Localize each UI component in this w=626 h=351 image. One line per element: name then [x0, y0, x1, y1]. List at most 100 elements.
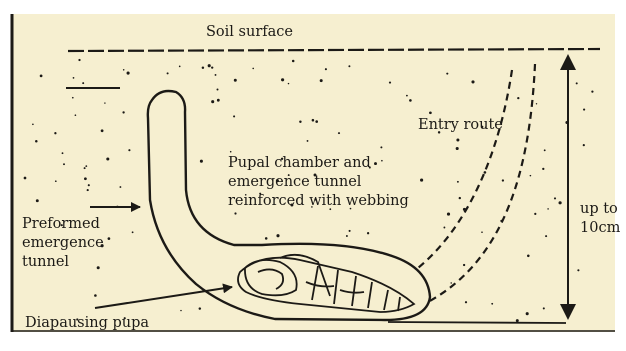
soil-speck	[559, 201, 562, 204]
soil-speck	[215, 74, 217, 76]
soil-speck	[516, 319, 519, 322]
soil-speck	[179, 66, 181, 68]
soil-speck	[545, 235, 547, 237]
soil-speck	[447, 213, 450, 216]
soil-speck	[281, 78, 284, 81]
soil-speck	[450, 282, 451, 283]
soil-speck	[72, 97, 74, 99]
soil-speck	[202, 66, 204, 68]
soil-speck	[252, 68, 254, 70]
soil-speck	[530, 175, 532, 177]
soil-speck	[481, 231, 483, 233]
soil-speck	[325, 68, 327, 70]
soil-speck	[446, 73, 448, 75]
soil-speck	[119, 186, 121, 188]
soil-speck	[180, 310, 181, 311]
pupal-chamber-label: Pupal chamber and emergence tunnel reinf…	[228, 154, 409, 211]
soil-speck	[534, 213, 536, 215]
soil-speck	[554, 197, 556, 199]
soil-speck	[73, 77, 75, 79]
soil-speck	[132, 231, 134, 233]
soil-speck	[420, 179, 423, 182]
soil-speck	[54, 132, 56, 134]
soil-speck	[104, 102, 105, 103]
soil-speck	[543, 307, 545, 309]
soil-speck	[62, 152, 64, 154]
soil-speck	[484, 171, 487, 174]
soil-speck	[542, 168, 544, 170]
soil-speck	[517, 97, 519, 99]
soil-speck	[167, 72, 169, 74]
soil-speck	[292, 60, 295, 63]
soil-speck	[217, 99, 220, 102]
soil-speck	[32, 123, 34, 125]
soil-speck	[108, 237, 111, 240]
soil-speck	[471, 80, 474, 83]
soil-speck	[526, 312, 529, 315]
soil-speck	[456, 147, 459, 150]
soil-speck	[211, 100, 214, 103]
soil-speck	[208, 64, 211, 67]
soil-speck	[389, 82, 391, 84]
soil-speck	[78, 59, 80, 61]
soil-speck	[406, 95, 408, 97]
soil-speck	[211, 66, 213, 68]
entry-route-label: Entry route	[418, 116, 503, 135]
soil-speck	[85, 165, 87, 167]
soil-speck	[315, 120, 318, 123]
soil-speck	[380, 146, 382, 148]
soil-speck	[576, 82, 578, 84]
soil-speck	[456, 138, 459, 141]
soil-speck	[101, 129, 104, 132]
soil-speck	[367, 232, 369, 234]
soil-speck	[338, 132, 340, 134]
soil-speck	[465, 301, 467, 303]
soil-speck	[106, 157, 109, 160]
preformed-tunnel-label: Preformed emergence tunnel	[22, 215, 104, 272]
soil-speck	[547, 208, 549, 210]
soil-speck	[233, 115, 235, 117]
soil-speck	[82, 82, 84, 84]
soil-speck	[577, 269, 579, 271]
soil-speck	[199, 307, 201, 309]
soil-speck	[200, 160, 203, 163]
soil-speck	[94, 294, 97, 297]
soil-surface-label: Soil surface	[206, 23, 293, 42]
diapausing-pupa-label: Diapausing pupa	[25, 314, 149, 333]
soil-speck	[459, 197, 461, 199]
soil-speck	[346, 235, 348, 237]
soil-speck	[40, 75, 43, 78]
soil-speck	[63, 163, 65, 165]
soil-speck	[217, 89, 219, 91]
soil-speck	[307, 140, 309, 142]
soil-speck	[299, 121, 301, 123]
soil-speck	[457, 181, 459, 183]
soil-speck	[234, 79, 237, 82]
soil-speck	[583, 144, 585, 146]
soil-speck	[591, 91, 593, 93]
soil-speck	[583, 109, 585, 111]
soil-speck	[349, 230, 351, 232]
soil-speck	[55, 180, 57, 182]
soil-speck	[409, 99, 412, 102]
soil-speck	[75, 114, 77, 116]
depth-label: up to 10cm	[580, 200, 620, 238]
soil-speck	[84, 167, 86, 169]
soil-speck	[127, 72, 130, 75]
soil-speck	[544, 149, 546, 151]
soil-speck	[230, 151, 232, 153]
soil-speck	[234, 212, 236, 214]
soil-speck	[288, 83, 289, 84]
soil-speck	[429, 111, 432, 114]
soil-speck	[443, 227, 445, 229]
soil-speck	[527, 255, 530, 258]
soil-speck	[348, 65, 350, 67]
soil-speck	[463, 264, 465, 266]
soil-speck	[122, 111, 124, 113]
soil-speck	[24, 177, 27, 180]
soil-speck	[491, 303, 493, 305]
soil-speck	[265, 237, 268, 240]
soil-speck	[123, 69, 125, 71]
soil-speck	[87, 189, 89, 191]
